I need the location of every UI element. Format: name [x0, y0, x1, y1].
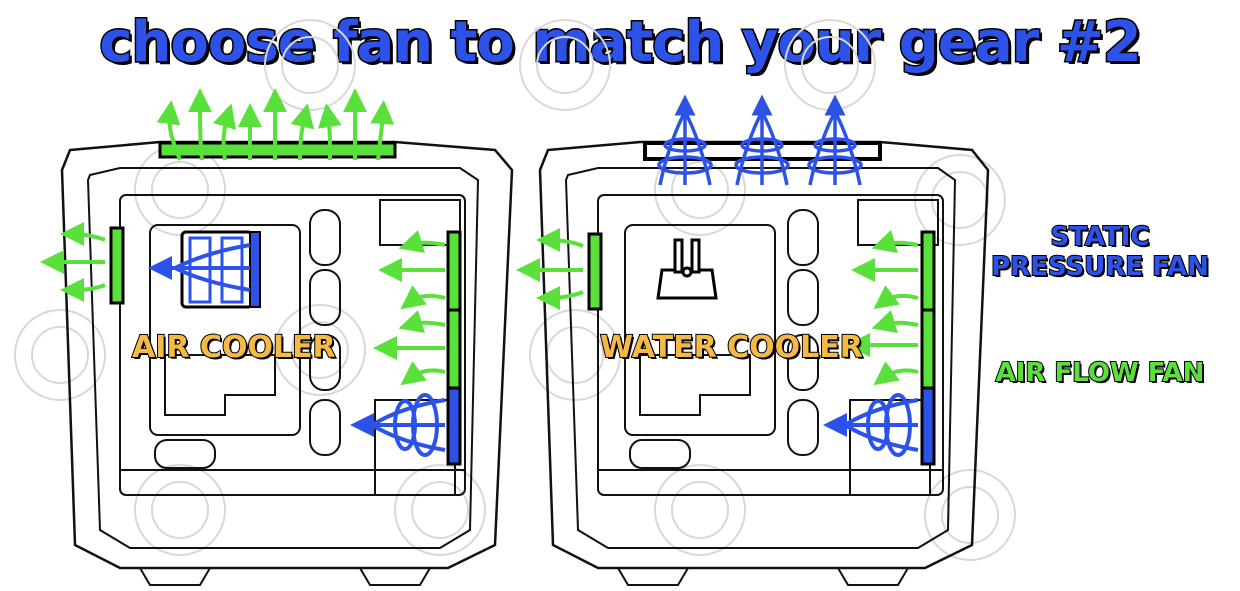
cb-logo-watermark-icon [14, 309, 106, 401]
left-rear-exhaust-arrows [40, 222, 106, 302]
arrow-icon [871, 310, 919, 334]
left-rear-fan-airflow [109, 226, 125, 305]
cable-cutout [629, 439, 691, 469]
arrow-icon [873, 285, 919, 310]
right-front-static-arrows [823, 393, 919, 457]
left-front-fan-airflow-2 [446, 308, 462, 390]
right-top-exhaust-arrows [657, 94, 863, 186]
arrow-icon [370, 100, 395, 161]
cb-logo-watermark-icon [274, 304, 366, 396]
case-foot [359, 567, 431, 586]
right-front-fan-airflow-2 [920, 308, 936, 390]
cb-logo-watermark-icon [264, 19, 356, 111]
left-front-intake-arrows [373, 230, 446, 386]
cable-grommet [309, 269, 341, 326]
arrow-icon [871, 230, 919, 254]
right-rear-exhaust-arrows [516, 228, 584, 310]
left-top-fan-airflow [158, 141, 397, 159]
legend-static-line1: STATIC [1049, 221, 1150, 253]
arrow-icon [873, 361, 919, 386]
left-front-static-arrows [350, 393, 446, 457]
right-front-intake-arrows [846, 230, 919, 386]
cb-logo-watermark-icon [134, 464, 226, 556]
right-case [538, 140, 990, 586]
air-cooler-label: AIR COOLER [131, 329, 337, 366]
arrow-icon [400, 361, 446, 386]
cb-logo-watermark-icon [394, 464, 486, 556]
cable-grommet [787, 269, 819, 326]
right-front-fan-static-pressure [920, 386, 936, 466]
left-front-fan-airflow-1 [446, 230, 462, 312]
arrow-icon [290, 103, 314, 161]
arrow-icon [398, 310, 446, 334]
cable-grommet [309, 209, 341, 266]
water-pump-icon [656, 238, 718, 300]
arrow-icon [60, 222, 106, 247]
cb-logo-watermark-icon [784, 19, 876, 111]
case-foot [617, 567, 689, 586]
cable-grommet [787, 334, 819, 391]
arrow-icon [536, 285, 584, 310]
water-cooler-label: WATER COOLER [599, 329, 864, 366]
arrow-icon [213, 103, 236, 161]
cable-grommet [309, 334, 341, 391]
drive-bay [857, 199, 939, 246]
cable-grommet [787, 399, 819, 456]
arrow-icon [398, 230, 446, 254]
case-inner-frame [86, 167, 480, 549]
gpu-area [164, 354, 276, 416]
gpu-area [639, 354, 751, 416]
watermark-group [14, 19, 1016, 561]
motherboard-area [149, 224, 301, 436]
left-front-fan-static-pressure [446, 386, 462, 466]
cb-logo-watermark-icon [654, 464, 746, 556]
case-foot [837, 567, 909, 586]
motherboard-area [624, 224, 776, 436]
cb-logo-watermark-icon [519, 19, 611, 111]
motherboard-tray [119, 194, 466, 496]
arrow-icon [400, 285, 446, 310]
arrow-icon [188, 88, 213, 161]
right-front-fan-airflow-1 [920, 230, 936, 312]
left-top-exhaust-arrows [156, 88, 395, 161]
case-inner-frame [564, 167, 957, 549]
right-rear-fan-airflow [587, 232, 603, 311]
legend-static-pressure: STATIC PRESSURE FAN [985, 221, 1215, 283]
cable-cutout [154, 439, 216, 469]
cable-grommet [787, 209, 819, 266]
arrow-icon [536, 228, 584, 253]
air-cooler-arrows [148, 243, 251, 292]
arrow-icon [317, 103, 342, 161]
legend-air-flow: AIR FLOW FAN [995, 357, 1206, 389]
legend-static-line2: PRESSURE FAN [990, 251, 1210, 283]
arrow-icon [60, 277, 106, 302]
motherboard-tray [597, 194, 944, 496]
arrow-icon [156, 100, 182, 161]
cable-grommet [309, 399, 341, 456]
case-foot [139, 567, 211, 586]
cb-logo-watermark-icon [924, 469, 1016, 561]
